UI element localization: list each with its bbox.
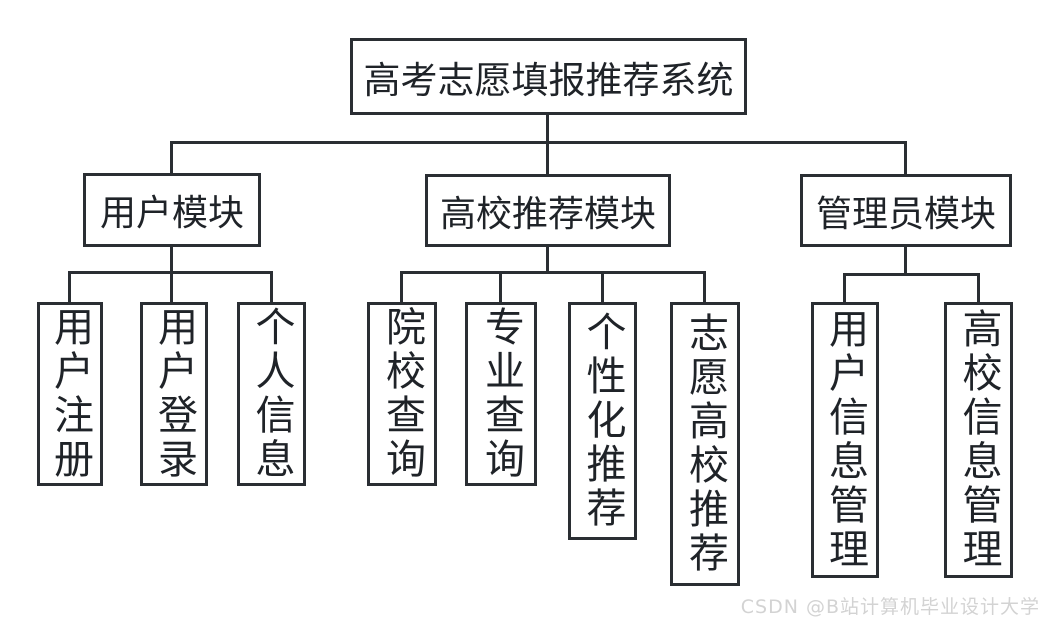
connector-drop-user-register — [68, 271, 71, 302]
connector-recommend-stem — [546, 247, 549, 274]
node-personalized-recommend: 个性化推荐 — [568, 302, 637, 540]
connector-admin-stem — [904, 247, 907, 276]
node-volunteer-school-recommend: 志愿高校推荐 — [670, 302, 740, 586]
node-admin-module: 管理员模块 — [800, 174, 1012, 247]
node-school-query: 院校查询 — [367, 302, 437, 486]
connector-drop-major-query — [499, 271, 502, 302]
node-user-login: 用户登录 — [140, 302, 208, 486]
node-user-module: 用户模块 — [83, 173, 261, 247]
connector-user-rail — [68, 271, 273, 274]
connector-recommend-rail — [400, 271, 706, 274]
connector-drop-volunteer-rec — [703, 271, 706, 302]
connector-drop-personal-info — [270, 271, 273, 302]
connector-admin-rail — [843, 273, 980, 276]
node-user-register: 用户注册 — [37, 302, 103, 486]
connector-user-stem — [170, 247, 173, 302]
node-personal-info: 个人信息 — [237, 302, 306, 486]
connector-drop-user-module — [170, 141, 173, 174]
watermark-text: CSDN @B站计算机毕业设计大学 — [740, 596, 1040, 618]
connector-root-stem — [546, 115, 549, 174]
node-root: 高考志愿填报推荐系统 — [350, 38, 747, 115]
connector-drop-admin-module — [904, 141, 907, 174]
node-user-info-manage: 用户信息管理 — [811, 302, 879, 578]
connector-drop-user-info-manage — [843, 273, 846, 302]
connector-drop-personalized-rec — [601, 271, 604, 302]
node-school-info-manage: 高校信息管理 — [944, 302, 1013, 578]
node-major-query: 专业查询 — [465, 302, 537, 486]
node-recommend-module: 高校推荐模块 — [425, 174, 671, 247]
connector-drop-school-query — [400, 271, 403, 302]
connector-tier1-rail — [170, 141, 907, 144]
connector-drop-school-info-manage — [977, 273, 980, 302]
